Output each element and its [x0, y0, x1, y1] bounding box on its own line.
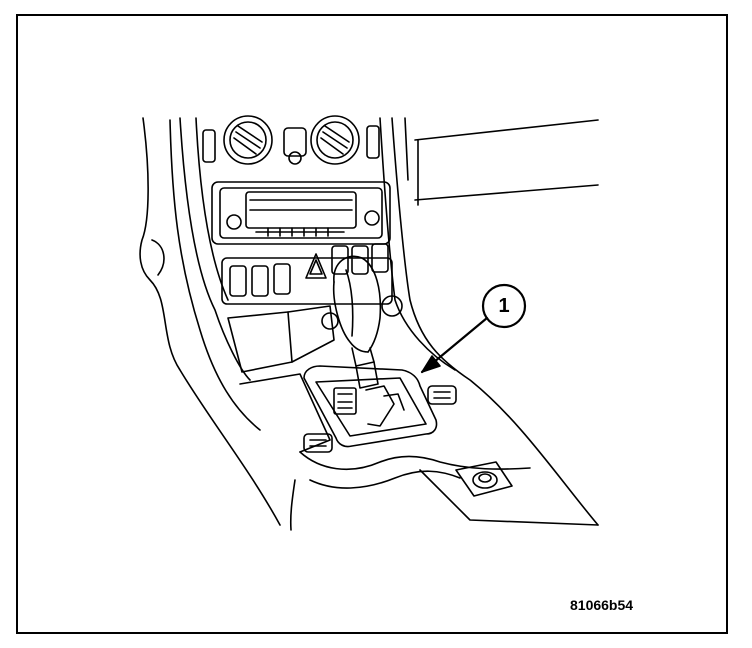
- gear-shift-lever-icon: [332, 255, 382, 389]
- console-switches: [303, 385, 457, 453]
- cup-holder-icon: [455, 461, 513, 497]
- callout-number: 1: [498, 295, 510, 317]
- dashboard-edge: [404, 117, 599, 206]
- shifter-bezel-icon: [303, 365, 438, 448]
- radio-unit-icon: [211, 181, 391, 245]
- console-side-panel: [139, 117, 296, 531]
- figure-id: 81066b54: [570, 597, 634, 613]
- hvac-center-controls: [202, 125, 380, 165]
- hvac-vent-left-icon: [223, 115, 273, 165]
- hvac-vent-right-icon: [310, 115, 360, 165]
- console-lower-panels: [227, 305, 599, 526]
- hazard-switch-icon: [305, 253, 327, 279]
- callout-1: [420, 283, 527, 374]
- figure-frame: [16, 14, 728, 634]
- console-knob: [321, 295, 403, 330]
- switch-bank-icon: [221, 243, 393, 305]
